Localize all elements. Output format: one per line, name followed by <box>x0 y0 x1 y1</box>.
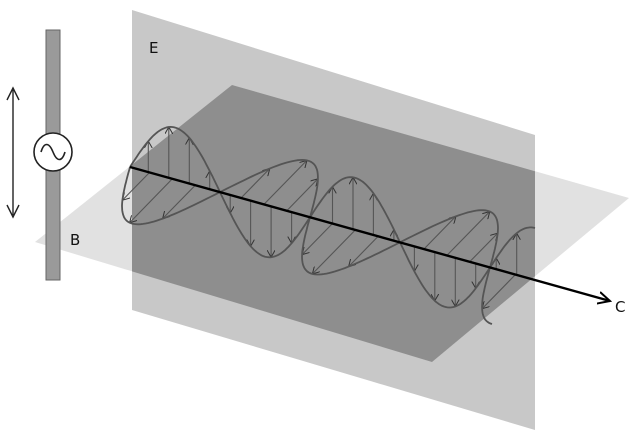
magnetic-field-vector <box>469 233 498 263</box>
propagation-axis <box>129 165 610 301</box>
magnetic-field-vector <box>482 274 516 309</box>
electric-wave <box>129 125 536 309</box>
magnetic-wave <box>121 158 516 325</box>
ac-source-icon <box>33 132 73 172</box>
magnetic-field-vector <box>286 179 318 212</box>
magnetic-field-vector <box>302 223 333 255</box>
magnetic-field-vector <box>240 169 270 199</box>
magnetic-field-vector <box>122 172 150 201</box>
magnetic-field-vector <box>349 235 379 266</box>
double-arrow-icon <box>6 86 20 219</box>
magnetic-field-vector <box>423 216 456 250</box>
magnetic-field-vector <box>312 229 356 274</box>
magnetic-field-vector <box>130 178 173 223</box>
antenna <box>33 29 73 281</box>
magnetic-field-vector <box>446 212 490 256</box>
magnetic-field-label: B <box>70 231 80 249</box>
propagation-label: C <box>615 298 625 316</box>
magnetic-wave-curve <box>121 158 499 325</box>
magnetic-field-vector <box>263 160 307 205</box>
electric-field-label: E <box>149 39 158 57</box>
magnetic-field-vector <box>163 184 196 218</box>
electric-wave-curve <box>129 125 536 309</box>
